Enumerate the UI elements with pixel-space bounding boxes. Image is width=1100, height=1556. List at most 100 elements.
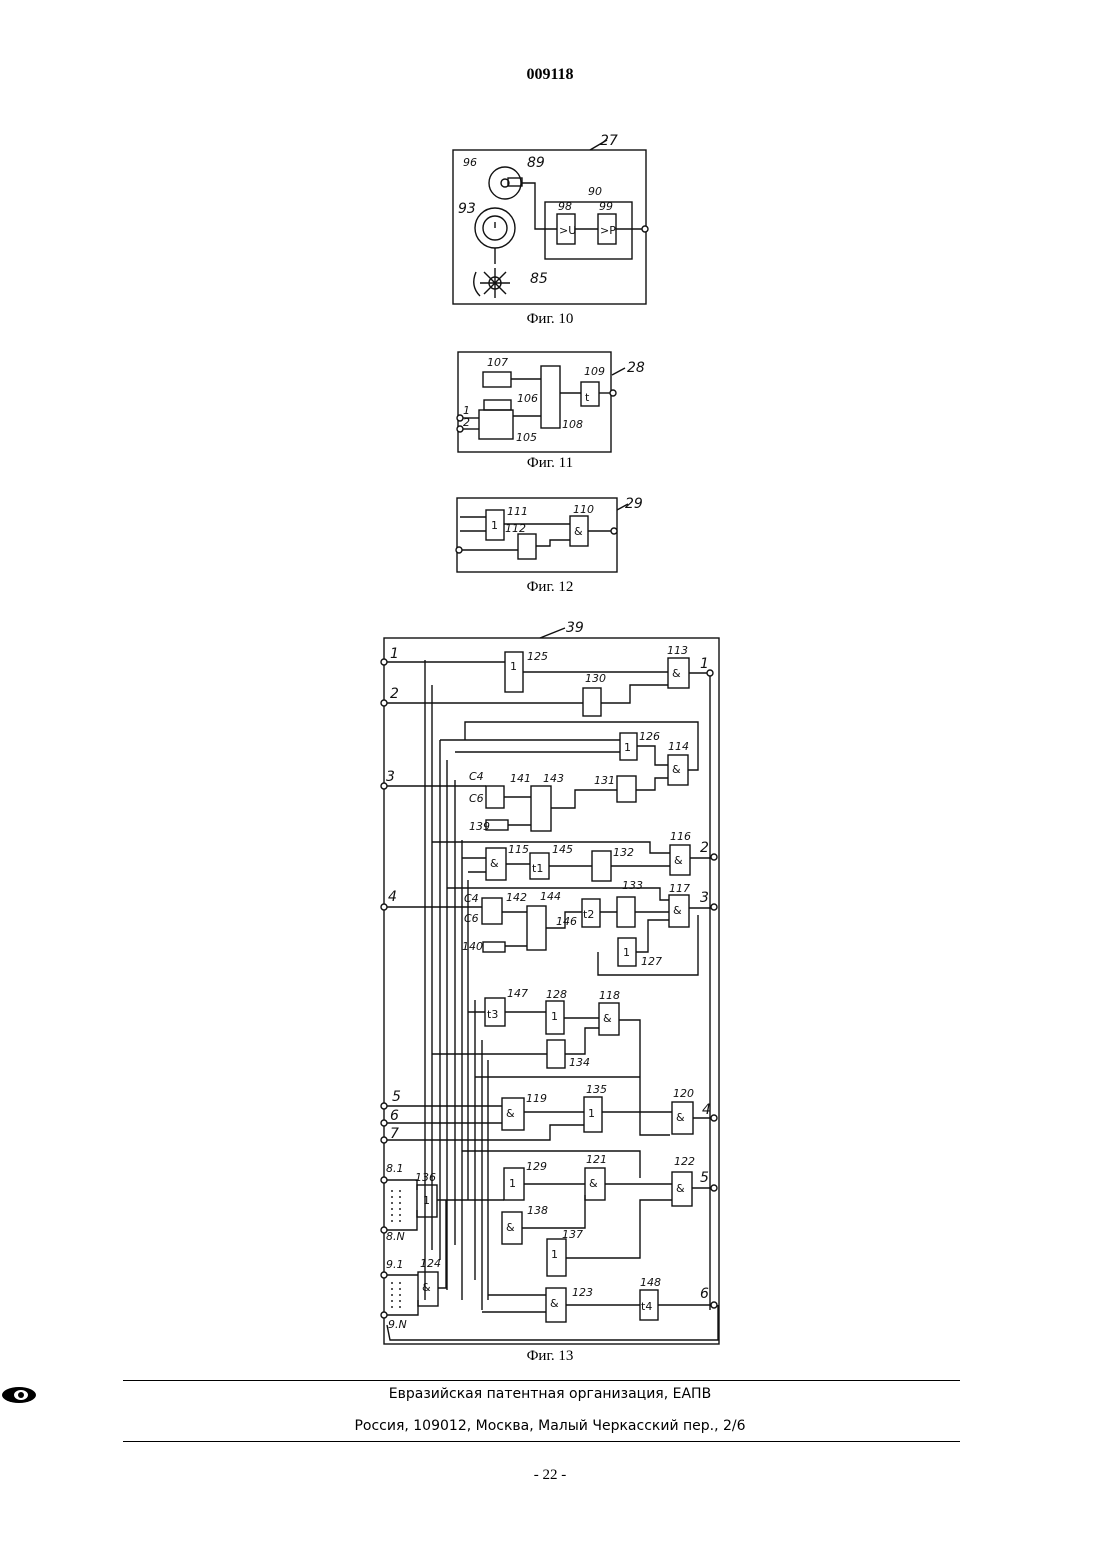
svg-text:&: &: [490, 857, 499, 870]
svg-text:8.1: 8.1: [386, 1162, 404, 1175]
figure-10-caption: Фиг. 10: [0, 311, 1100, 328]
svg-text:1: 1: [491, 519, 498, 532]
svg-text:&: &: [676, 1111, 685, 1124]
svg-text:&: &: [603, 1012, 612, 1025]
figure-12-diagram: 29 1 111 112 & 110: [456, 496, 643, 572]
svg-text:&: &: [673, 904, 682, 917]
svg-text:&: &: [550, 1297, 559, 1310]
figure-13-diagram: 39 1 2 3 4 5 6: [381, 620, 719, 1344]
figure-11-diagram: 28 107 106 105 108 t 109 1 2: [457, 352, 645, 452]
svg-text:133: 133: [622, 879, 643, 892]
svg-text:137: 137: [562, 1228, 583, 1241]
svg-text:&: &: [674, 854, 683, 867]
svg-text:1: 1: [700, 656, 709, 672]
svg-text:1: 1: [423, 1194, 430, 1207]
svg-text:1: 1: [551, 1010, 558, 1023]
svg-text:2: 2: [390, 686, 399, 702]
figure-12-caption: Фиг. 12: [0, 579, 1100, 596]
figure-13-caption: Фиг. 13: [0, 1348, 1100, 1365]
svg-text:27: 27: [600, 133, 618, 149]
svg-text:146: 146: [556, 915, 577, 928]
svg-text:&: &: [589, 1177, 598, 1190]
svg-text:106: 106: [517, 392, 538, 405]
svg-text:t2: t2: [583, 908, 594, 921]
svg-text:1: 1: [624, 741, 631, 754]
svg-text:122: 122: [674, 1155, 695, 1168]
svg-text:145: 145: [552, 843, 573, 856]
svg-text:&: &: [676, 1182, 685, 1195]
patent-figures: 27 96 89 93 85 90 98 99 >U >P: [0, 0, 1100, 1380]
svg-text:117: 117: [669, 882, 690, 895]
svg-text:2: 2: [463, 416, 470, 429]
svg-text:98: 98: [558, 200, 572, 213]
footer-org-text: Евразийская патентная организация, ЕАПВ: [389, 1386, 711, 1402]
svg-text:105: 105: [516, 431, 537, 444]
svg-text:142: 142: [506, 891, 527, 904]
svg-text:4: 4: [702, 1102, 711, 1118]
fig13-inputs: 1 2 3 4 5 6 7 8.1 8.N 9.1 9.N: [381, 646, 407, 1331]
footer-top-rule: [123, 1380, 960, 1381]
svg-text:107: 107: [487, 356, 508, 369]
svg-text:1: 1: [588, 1107, 595, 1120]
svg-text:99: 99: [599, 200, 613, 213]
svg-text:&: &: [506, 1221, 515, 1234]
svg-text:2: 2: [700, 840, 709, 856]
svg-text:123: 123: [572, 1286, 593, 1299]
svg-text:6: 6: [390, 1108, 399, 1124]
svg-text:136: 136: [415, 1171, 436, 1184]
svg-text:118: 118: [599, 989, 620, 1002]
svg-text:С6: С6: [464, 912, 479, 925]
svg-text:115: 115: [508, 843, 529, 856]
svg-text:127: 127: [641, 955, 662, 968]
svg-text:93: 93: [458, 201, 476, 217]
svg-text:29: 29: [625, 496, 643, 512]
svg-text:140: 140: [462, 940, 483, 953]
svg-text:139: 139: [469, 820, 490, 833]
svg-text:9.N: 9.N: [388, 1318, 407, 1331]
svg-text:135: 135: [586, 1083, 607, 1096]
svg-text:124: 124: [420, 1257, 441, 1270]
footer-organization: Евразийская патентная организация, ЕАПВ: [0, 1386, 1100, 1402]
svg-text:&: &: [574, 525, 583, 538]
svg-text:144: 144: [540, 890, 561, 903]
svg-text:96: 96: [463, 156, 477, 169]
svg-text:&: &: [422, 1281, 431, 1294]
svg-text:134: 134: [569, 1056, 590, 1069]
figure-10-diagram: 27 96 89 93 85 90 98 99 >U >P: [453, 133, 648, 304]
svg-text:111: 111: [507, 505, 528, 518]
figure-11-caption: Фиг. 11: [0, 455, 1100, 472]
svg-text:t3: t3: [487, 1008, 498, 1021]
svg-text:120: 120: [673, 1087, 694, 1100]
svg-text:113: 113: [667, 644, 688, 657]
svg-text:3: 3: [700, 890, 709, 906]
svg-text:39: 39: [566, 620, 584, 636]
svg-text:128: 128: [546, 988, 567, 1001]
svg-text:t4: t4: [641, 1300, 652, 1313]
svg-text:1: 1: [510, 660, 517, 673]
svg-text:1: 1: [623, 946, 630, 959]
svg-text:5: 5: [700, 1170, 709, 1186]
svg-text:119: 119: [526, 1092, 547, 1105]
svg-text:&: &: [506, 1107, 515, 1120]
svg-text:6: 6: [700, 1286, 709, 1302]
svg-text:89: 89: [527, 155, 545, 171]
svg-text:>U: >U: [559, 224, 576, 237]
svg-text:143: 143: [543, 772, 564, 785]
svg-text:116: 116: [670, 830, 691, 843]
svg-text:t1: t1: [532, 862, 543, 875]
svg-text:109: 109: [584, 365, 605, 378]
svg-text:85: 85: [530, 271, 548, 287]
svg-text:С6: С6: [469, 792, 484, 805]
svg-text:9.1: 9.1: [386, 1258, 404, 1271]
svg-text:&: &: [672, 667, 681, 680]
svg-text:5: 5: [392, 1089, 401, 1105]
svg-text:138: 138: [527, 1204, 548, 1217]
svg-text:1: 1: [509, 1177, 516, 1190]
svg-text:t: t: [585, 391, 590, 404]
svg-text:>P: >P: [600, 224, 616, 237]
svg-text:141: 141: [510, 772, 531, 785]
svg-text:3: 3: [386, 769, 395, 785]
svg-text:121: 121: [586, 1153, 607, 1166]
svg-text:90: 90: [588, 185, 602, 198]
svg-text:147: 147: [507, 987, 528, 1000]
